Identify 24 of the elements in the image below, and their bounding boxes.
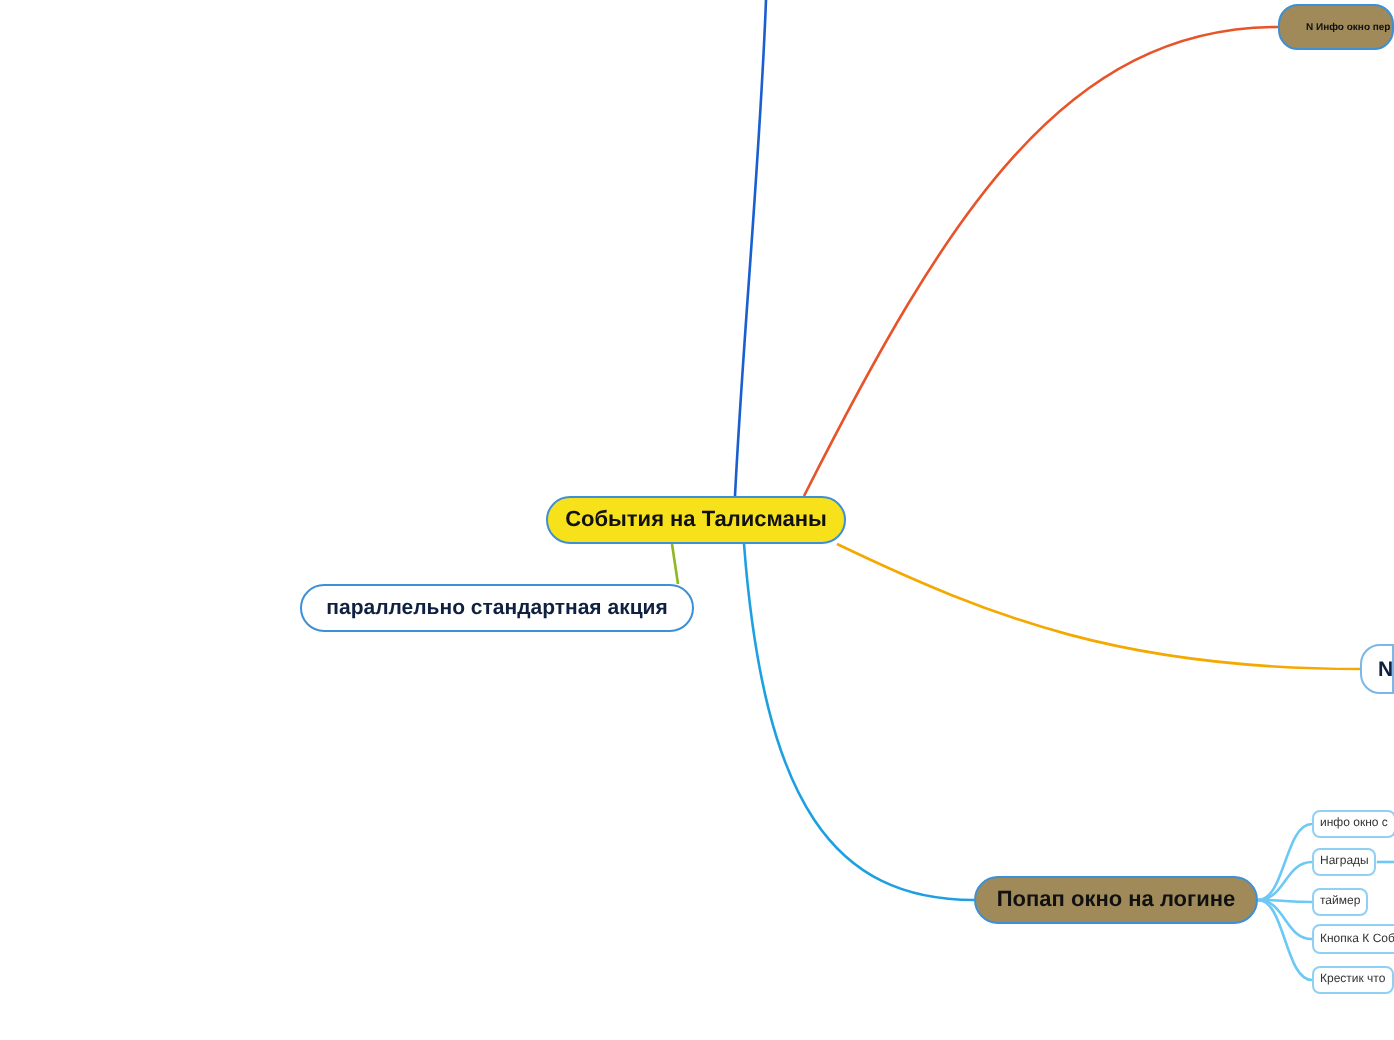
subtopic-box: [1312, 924, 1394, 954]
subtopic-box: [1312, 810, 1394, 838]
branch-line: [802, 25, 1279, 497]
topic-label: N: [1378, 657, 1394, 681]
branch-line: [836, 542, 1361, 671]
branch-line: [1257, 898, 1313, 982]
topic-box: [974, 876, 1258, 924]
branch-line: [1258, 898, 1312, 904]
branch-line: [1257, 822, 1313, 902]
topic-label: События на Талисманы: [565, 508, 827, 532]
branch-line: [1257, 898, 1313, 941]
branch-line: [670, 543, 680, 585]
branch-line: [1257, 860, 1313, 902]
branch-line: [733, 0, 768, 497]
subtopic-box: [1312, 966, 1394, 994]
topic-label: параллельно стандартная акция: [326, 596, 668, 620]
topic-label: Попап окно на логине: [996, 888, 1236, 912]
topic-box: [300, 584, 694, 632]
branch-line: [742, 543, 975, 902]
topic-box: [1360, 644, 1394, 694]
topic-box: [1278, 4, 1394, 50]
subtopic-box: [1312, 848, 1377, 876]
central-topic: [546, 496, 846, 544]
subtopic-box: [1312, 888, 1369, 916]
